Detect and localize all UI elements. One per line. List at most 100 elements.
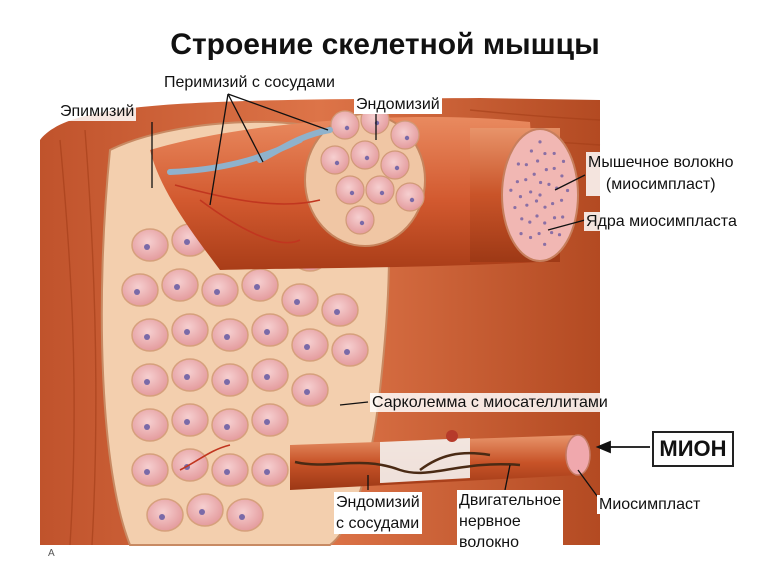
fiber-nucleus [304, 389, 310, 395]
fiber-nucleus [304, 344, 310, 350]
fiber-dot [535, 214, 539, 218]
fascicle-fiber [365, 175, 395, 205]
fiber-cell [131, 318, 169, 352]
fiber-cell [171, 403, 209, 437]
fiber-cell [251, 453, 289, 487]
fiber-cell [251, 358, 289, 392]
fascicle-fiber [330, 110, 360, 140]
fiber-nucleus [199, 509, 205, 515]
fiber-dot [551, 201, 555, 206]
fiber-cell [171, 313, 209, 347]
fiber-dot [543, 242, 547, 246]
fascicle-fiber [335, 175, 365, 205]
fiber-cell [131, 453, 169, 487]
fiber-cell [211, 408, 249, 442]
fiber-cell [186, 493, 224, 527]
fiber-nucleus [144, 469, 150, 475]
label-mion: МИОН [652, 431, 734, 467]
fiber-nucleus [334, 309, 340, 315]
label-motor-nerve: Двигательное нервное волокно [457, 490, 564, 553]
fiber-nucleus [144, 244, 150, 250]
fiber-cell [331, 333, 369, 367]
fiber-nucleus [264, 329, 270, 335]
fiber-cell [211, 318, 249, 352]
fiber-nucleus [224, 424, 230, 430]
label-endomysium-bottom: Эндомизий с сосудами [334, 492, 422, 534]
fiber-dot [543, 151, 547, 156]
fiber-dot [528, 220, 532, 224]
fiber-dot [529, 149, 534, 153]
fiber-cell [201, 273, 239, 307]
fiber-cell [131, 228, 169, 262]
fiber-dot [552, 216, 557, 220]
fascicle-nucleus [364, 155, 370, 161]
fiber-cell [211, 363, 249, 397]
fiber-cell [146, 498, 184, 532]
fiber-dot [513, 205, 517, 210]
fiber-dot [557, 233, 562, 237]
fascicle-fiber [350, 140, 380, 170]
fiber-nucleus [264, 419, 270, 425]
fiber-nucleus [254, 284, 260, 290]
label-muscle-fiber: Мышечное волокно (миосимпласт) [586, 152, 736, 196]
fiber-dot [543, 205, 547, 209]
label-perimysium: Перимизий с сосудами [162, 73, 337, 92]
fiber-nucleus [144, 334, 150, 340]
fiber-nucleus [134, 289, 140, 295]
diagram-title: Строение скелетной мышцы [170, 28, 600, 61]
fiber-nucleus [264, 374, 270, 380]
label-endomysium-top: Эндомизий [354, 95, 442, 114]
fiber-dot [561, 215, 565, 219]
fiber-dot [559, 198, 564, 202]
fascicle-nucleus [409, 197, 415, 203]
fascicle-nucleus [334, 160, 340, 166]
fiber-dot [544, 168, 548, 172]
fiber-dot [529, 190, 533, 194]
fascicle-nucleus [404, 135, 410, 141]
fiber-cell [131, 363, 169, 397]
fascicle-fiber [345, 205, 375, 235]
fiber-nucleus [174, 284, 180, 290]
fiber-dot [538, 180, 543, 185]
fiber-dot [552, 166, 556, 171]
fiber-dot [561, 159, 566, 163]
fiber-dot [528, 235, 533, 240]
fiber-cell [171, 358, 209, 392]
fascicle-nucleus [359, 220, 365, 226]
fiber-cell [226, 498, 264, 532]
fiber-dot [538, 140, 542, 144]
fascicle-nucleus [379, 190, 385, 196]
fiber-nucleus [184, 419, 190, 425]
label-myosymplast: Миосимпласт [597, 495, 703, 514]
fiber-nucleus [144, 379, 150, 385]
fiber-nucleus [184, 374, 190, 380]
fiber-nucleus [214, 289, 220, 295]
fiber-dot [552, 151, 556, 156]
fiber-dot [524, 163, 528, 167]
fiber-dot [547, 182, 551, 186]
fiber-nucleus [264, 469, 270, 475]
fiber-dot [537, 231, 541, 236]
fiber-cell [211, 453, 249, 487]
fiber-nucleus [224, 334, 230, 340]
fiber-dot [532, 172, 536, 176]
corner-mark: А [48, 548, 55, 559]
fiber-dot [516, 162, 520, 166]
fiber-dot [534, 199, 539, 203]
fiber-dot [515, 180, 519, 184]
fiber-cell [241, 268, 279, 302]
myon-end [565, 434, 591, 476]
fiber-dot [525, 203, 529, 207]
label-epimysium: Эпимизий [58, 102, 137, 121]
fiber-nucleus [159, 514, 165, 520]
fiber-dot [538, 193, 542, 197]
label-sarcolemma: Сарколемма с миосателлитами [370, 393, 610, 412]
label-nuclei: Ядра миосимпласта [584, 212, 739, 231]
fiber-nucleus [224, 379, 230, 385]
fascicle-fiber [380, 150, 410, 180]
fiber-nucleus [184, 329, 190, 335]
fiber-nucleus [239, 514, 245, 520]
fiber-nucleus [224, 469, 230, 475]
fascicle-nucleus [344, 125, 350, 131]
